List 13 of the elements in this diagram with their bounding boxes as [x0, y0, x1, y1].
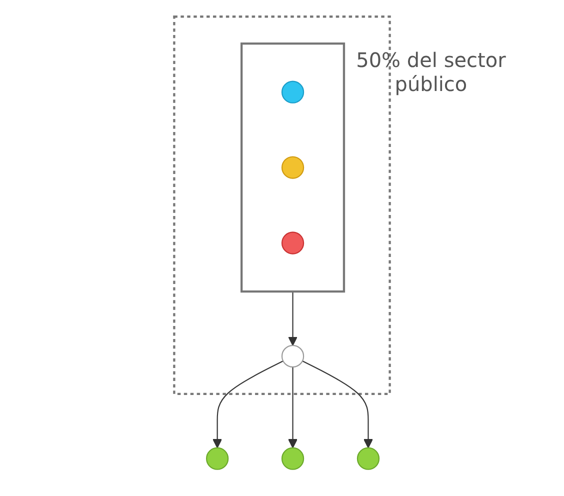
circle-node — [281, 447, 304, 470]
circle-node — [281, 344, 304, 368]
circle-node — [281, 80, 304, 104]
cluster — [240, 42, 346, 293]
circle-node — [206, 447, 229, 470]
arrow — [212, 360, 284, 448]
circle-node — [356, 447, 380, 470]
node-caption: 50% del sector público — [356, 48, 506, 96]
circle-node — [281, 232, 304, 254]
arrow — [288, 292, 298, 346]
arrow — [302, 360, 373, 448]
circle-node — [281, 156, 304, 179]
arrow — [288, 366, 298, 448]
